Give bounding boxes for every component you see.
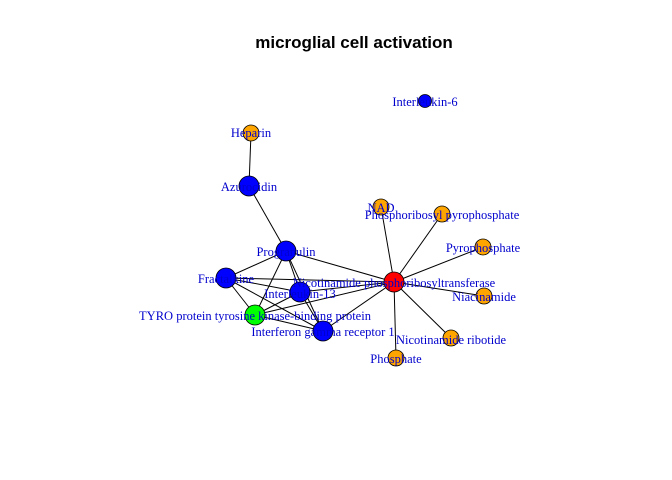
node-label-niacinamide: Niacinamide [452, 290, 516, 304]
edge-tyrobp-nampt [254, 281, 395, 316]
node-fractalkine[interactable] [215, 267, 237, 289]
node-heparin[interactable] [242, 124, 260, 142]
edge-tyrobp-ifngr1 [254, 314, 324, 332]
edge-nampt-phosphate [393, 281, 397, 359]
edge-nampt-pyrophosphate [393, 246, 484, 283]
edge-progranulin-fractalkine [225, 250, 287, 279]
edge-progranulin-tyrobp [254, 250, 287, 316]
node-phosphate[interactable] [387, 349, 405, 367]
node-label-heparin: Heparin [231, 126, 272, 140]
node-progranulin[interactable] [275, 240, 297, 262]
node-tyrobp[interactable] [244, 304, 266, 326]
edge-fractalkine-nampt [225, 277, 395, 283]
nodes-layer [215, 94, 493, 367]
node-nmn[interactable] [442, 329, 460, 347]
node-label-phosphate: Phosphate [370, 352, 422, 366]
node-label-interleukin6: Interleukin-6 [392, 95, 457, 109]
node-label-azurocidin: Azurocidin [221, 180, 278, 194]
node-pyrophosphate[interactable] [474, 238, 492, 256]
node-prpp[interactable] [433, 205, 451, 223]
node-label-tyrobp: TYRO protein tyrosine kinase-binding pro… [139, 309, 372, 323]
node-nampt[interactable] [383, 271, 405, 293]
edge-nampt-nmn [393, 281, 452, 339]
edge-nampt-nad [380, 206, 395, 283]
node-nad[interactable] [372, 198, 390, 216]
node-label-prpp: Phosphoribosyl pyrophosphate [365, 208, 520, 222]
edge-nampt-ifngr1 [322, 281, 395, 332]
node-niacinamide[interactable] [475, 287, 493, 305]
node-label-nmn: Nicotinamide ribotide [396, 333, 506, 347]
node-label-interleukin13: Interleukin-13 [264, 287, 336, 301]
node-interleukin13[interactable] [289, 281, 311, 303]
labels-layer: Interleukin-6HeparinAzurocidinNADPhospho… [139, 95, 521, 366]
edge-azurocidin-progranulin [248, 185, 287, 252]
node-interleukin6[interactable] [418, 94, 432, 108]
edge-nampt-prpp [393, 213, 443, 283]
edge-progranulin-nampt [285, 250, 395, 283]
graph-title: microglial cell activation [255, 33, 452, 52]
node-label-pyrophosphate: Pyrophosphate [446, 241, 521, 255]
node-label-nad: NAD [367, 201, 394, 215]
node-label-fractalkine: Fractalkine [198, 272, 255, 286]
edge-nampt-interleukin13 [299, 281, 395, 293]
node-label-progranulin: Progranulin [256, 245, 316, 259]
edge-nampt-niacinamide [393, 281, 485, 297]
node-label-nampt: Nicotinamide phosphoribosyltransferase [293, 276, 496, 290]
node-ifngr1[interactable] [312, 320, 334, 342]
edge-fractalkine-interleukin13 [225, 277, 301, 293]
node-label-ifngr1: Interferon gamma receptor 1 [251, 325, 394, 339]
node-azurocidin[interactable] [238, 175, 260, 197]
